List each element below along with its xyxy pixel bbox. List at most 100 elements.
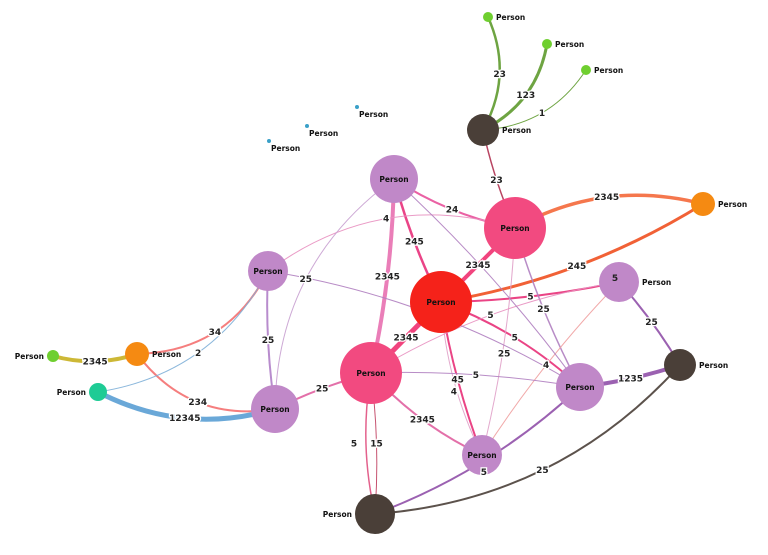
node-n15[interactable]: Person <box>125 342 181 366</box>
edge-label: 2345 <box>594 193 619 203</box>
node-n5[interactable]: Person <box>355 105 388 119</box>
edge-label: 4 <box>543 361 549 371</box>
edge-label: 5 <box>527 292 533 302</box>
edge-n22-n20 <box>374 364 681 515</box>
node-label: Person <box>718 200 747 209</box>
node-circle[interactable] <box>370 155 418 203</box>
node-n17[interactable]: Person <box>340 342 402 404</box>
edge-label: 5 <box>487 311 493 321</box>
edge-label: 2345 <box>375 273 400 283</box>
node-label: Person <box>57 388 86 397</box>
node-n1[interactable]: Person <box>483 12 525 22</box>
edge-label: 5 <box>512 334 518 344</box>
edge-n16-n11 <box>97 270 269 393</box>
edge-label: 45 <box>451 376 464 386</box>
node-circle[interactable] <box>355 494 395 534</box>
edge-label: 2345 <box>393 334 418 344</box>
node-n18[interactable]: Person <box>251 385 299 433</box>
node-circle[interactable] <box>599 262 639 302</box>
edge-label: 2345 <box>83 357 108 367</box>
node-inner-label: 5 <box>612 274 618 284</box>
edge-label: 1235 <box>618 375 643 385</box>
node-n12[interactable]: Person <box>410 271 472 333</box>
node-label: Person <box>260 405 289 414</box>
edge-label: 12345 <box>169 414 200 424</box>
node-circle[interactable] <box>462 435 502 475</box>
node-circle[interactable] <box>251 385 299 433</box>
edge-n11-n9 <box>267 214 516 272</box>
node-circle[interactable] <box>484 197 546 259</box>
node-label: Person <box>642 278 671 287</box>
node-circle[interactable] <box>691 192 715 216</box>
node-label: Person <box>555 40 584 49</box>
edge-n11-n15 <box>136 270 269 355</box>
edge-label: 5 <box>351 440 357 450</box>
node-label: Person <box>594 66 623 75</box>
node-label: Person <box>379 175 408 184</box>
node-n22[interactable]: Person <box>323 494 395 534</box>
node-circle[interactable] <box>47 350 59 362</box>
nodes-layer: PersonPersonPersonPersonPersonPersonPers… <box>15 12 747 534</box>
node-n8[interactable]: Person <box>370 155 418 203</box>
edge-labels-layer: 2312312323452452424523452345234555254342… <box>81 69 659 479</box>
edge-label: 25 <box>299 275 312 285</box>
node-label: Person <box>309 129 338 138</box>
node-n14[interactable]: Person <box>15 350 59 362</box>
node-n10[interactable]: Person <box>691 192 747 216</box>
edge-label: 23 <box>493 70 506 80</box>
edge-label: 234 <box>188 398 207 408</box>
edge-n13-n17 <box>370 281 620 374</box>
edge-label: 25 <box>645 318 658 328</box>
node-circle[interactable] <box>340 342 402 404</box>
edge-label: 2 <box>195 349 201 359</box>
edge-label: 15 <box>370 439 383 449</box>
node-circle[interactable] <box>305 124 309 128</box>
node-n6[interactable]: Person <box>305 124 338 138</box>
edge-label: 25 <box>537 305 550 315</box>
node-circle[interactable] <box>483 12 493 22</box>
node-n9[interactable]: Person <box>484 197 546 259</box>
node-n19[interactable]: Person <box>556 363 604 411</box>
node-circle[interactable] <box>355 105 359 109</box>
node-n7[interactable]: Person <box>267 139 300 153</box>
node-label: Person <box>426 298 455 307</box>
node-n4[interactable]: Person <box>467 114 531 146</box>
edge-label: 25 <box>498 349 511 359</box>
node-n20[interactable]: Person <box>664 349 728 381</box>
edge-label: 2345 <box>410 416 435 426</box>
node-n3[interactable]: Person <box>581 65 623 75</box>
edge-n13-n21 <box>481 281 620 456</box>
node-circle[interactable] <box>89 383 107 401</box>
node-n2[interactable]: Person <box>542 39 584 49</box>
node-n16[interactable]: Person <box>57 383 107 401</box>
edge-label: 123 <box>516 91 535 101</box>
node-n21[interactable]: Person <box>462 435 502 475</box>
edge-label: 5 <box>473 371 479 381</box>
node-circle[interactable] <box>664 349 696 381</box>
node-circle[interactable] <box>267 139 271 143</box>
node-n13[interactable]: Person 5 <box>599 262 671 302</box>
edge-n18-n8 <box>274 178 395 410</box>
node-circle[interactable] <box>467 114 499 146</box>
edge-label: 23 <box>490 176 503 186</box>
node-label: Person <box>15 352 44 361</box>
node-circle[interactable] <box>248 251 288 291</box>
node-n11[interactable]: Person <box>248 251 288 291</box>
node-label: Person <box>253 267 282 276</box>
node-label: Person <box>359 110 388 119</box>
node-circle[interactable] <box>125 342 149 366</box>
edge-label: 5 <box>481 468 487 478</box>
node-circle[interactable] <box>556 363 604 411</box>
node-label: Person <box>500 224 529 233</box>
edge-label: 34 <box>209 328 222 338</box>
edge-label: 4 <box>451 388 457 398</box>
node-circle[interactable] <box>542 39 552 49</box>
node-label: Person <box>699 361 728 370</box>
edge-label: 25 <box>536 466 549 476</box>
edge-label: 245 <box>405 238 424 248</box>
node-circle[interactable] <box>410 271 472 333</box>
edge-label: 2345 <box>465 261 490 271</box>
node-circle[interactable] <box>581 65 591 75</box>
edge-n12-n10 <box>440 202 704 304</box>
